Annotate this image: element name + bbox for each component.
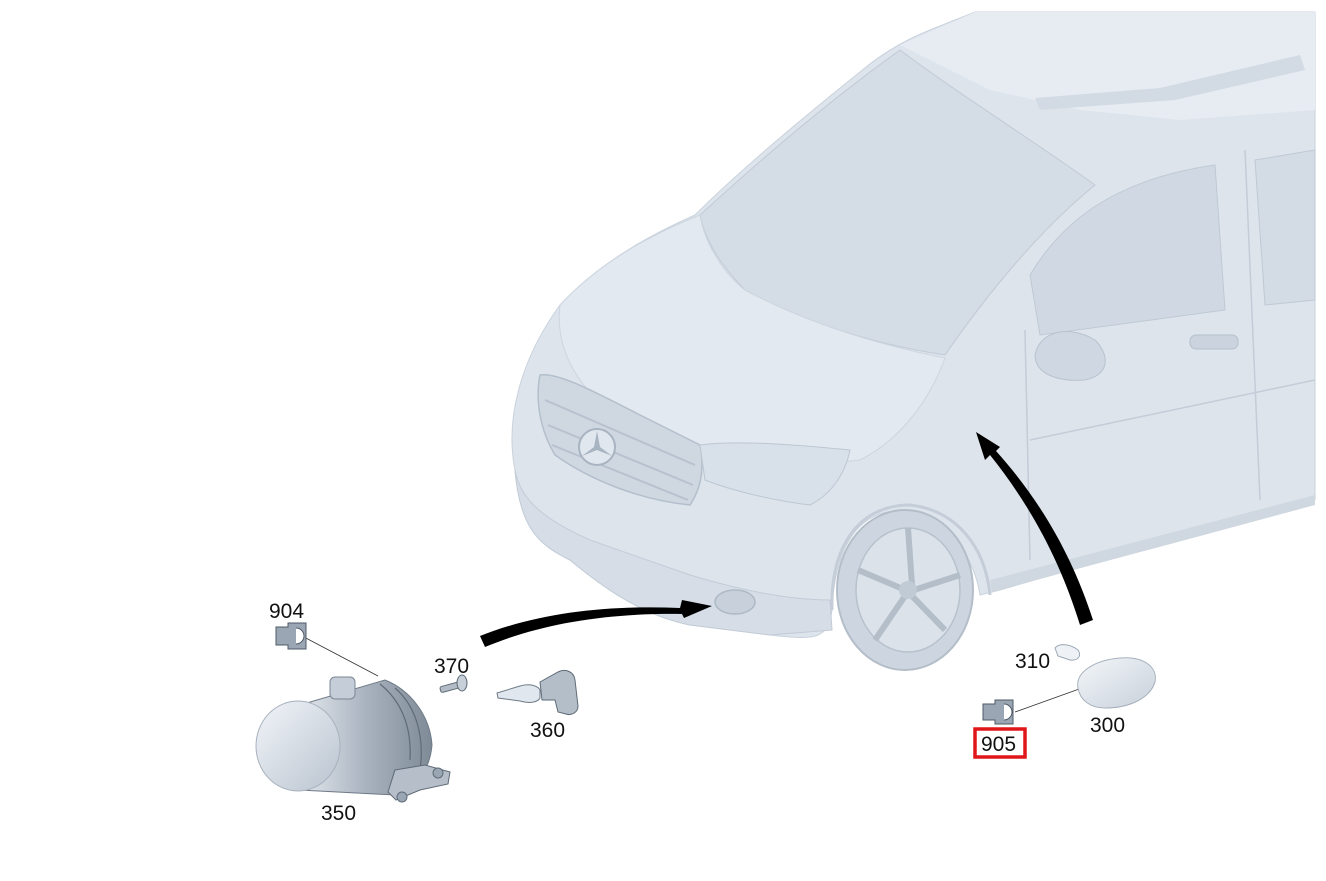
part-label-300[interactable]: 300 — [1090, 714, 1125, 737]
part-label-370[interactable]: 370 — [434, 655, 469, 678]
leader-line-904 — [301, 635, 379, 677]
arrows — [480, 432, 1093, 647]
front-wheel — [836, 509, 974, 671]
bulb-360-drawing — [496, 669, 579, 715]
highlight-box-905 — [973, 727, 1027, 759]
side-mirror — [1034, 331, 1106, 381]
bumper-fog-lamp-recess — [714, 589, 756, 615]
door-handle — [1189, 334, 1239, 350]
screw-370-drawing — [439, 674, 468, 693]
connector-905-icon — [982, 699, 1014, 725]
door-line — [1024, 149, 1316, 561]
leader-lines — [301, 635, 1083, 713]
headlight — [699, 442, 851, 506]
fog-lamp-350-drawing — [255, 676, 451, 803]
bulb-310-drawing — [1054, 644, 1081, 661]
part-label-360[interactable]: 360 — [530, 719, 565, 742]
brand-emblem — [578, 428, 616, 466]
leader-line-905 — [1014, 687, 1083, 713]
side-window — [1029, 164, 1226, 336]
vehicle-illustration — [511, 11, 1316, 671]
wheel-arch — [830, 503, 992, 611]
part-label-904[interactable]: 904 — [269, 600, 304, 623]
rear-side-window — [1254, 149, 1316, 306]
part-labels: 904 370 360 350 310 300 905 — [269, 600, 1125, 825]
arrow-to-bumper — [480, 600, 712, 647]
roof-panel — [1035, 55, 1305, 110]
arrow-to-fender — [976, 432, 1093, 625]
part-label-310[interactable]: 310 — [1015, 650, 1050, 673]
connector-904-icon — [275, 622, 307, 650]
side-marker-lamp-300-drawing — [1077, 657, 1156, 709]
part-label-905[interactable]: 905 — [981, 733, 1016, 756]
grille-slats — [544, 399, 696, 501]
front-bumper — [514, 469, 833, 636]
van-roof — [900, 12, 1315, 120]
part-label-350[interactable]: 350 — [321, 802, 356, 825]
